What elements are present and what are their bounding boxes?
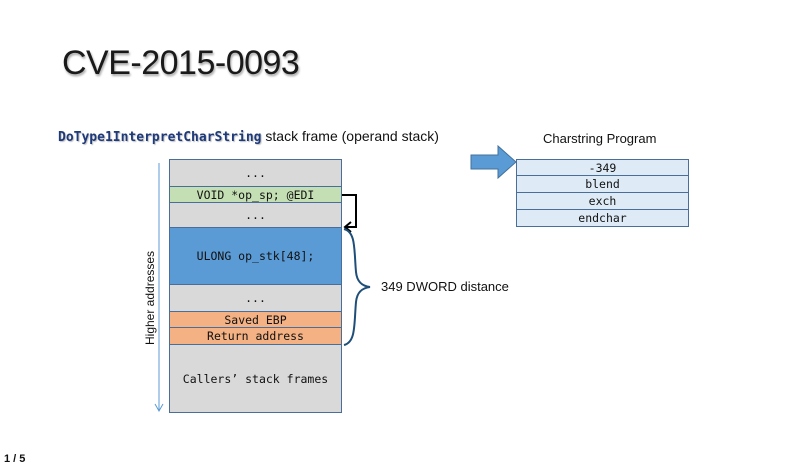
charstring-instruction: exch	[516, 193, 689, 210]
charstring-table: -349 blend exch endchar	[516, 159, 689, 227]
function-name: DoType1InterpretCharString	[58, 130, 262, 145]
slide-title: CVE-2015-0093	[62, 44, 300, 82]
stack-frame-table: ... VOID *op_sp; @EDI ... ULONG op_stk[4…	[169, 159, 342, 413]
distance-label: 349 DWORD distance	[381, 279, 509, 294]
op-sp-pointer-arrow	[342, 194, 357, 228]
stack-frame-caption: DoType1InterpretCharString stack frame (…	[58, 128, 439, 145]
direction-arrow-head	[154, 403, 164, 413]
higher-addresses-label: Higher addresses	[143, 250, 157, 345]
stack-row-callers-frames: Callers’ stack frames	[169, 345, 342, 413]
page-indicator: 1 / 5	[4, 453, 26, 465]
op-sp-pointer-arrowhead	[343, 221, 352, 233]
stack-row-ellipsis-top: ...	[169, 159, 342, 187]
distance-brace	[343, 228, 371, 346]
charstring-instruction: -349	[516, 159, 689, 176]
stack-row-saved-ebp: Saved EBP	[169, 312, 342, 328]
stack-row-ellipsis-low: ...	[169, 285, 342, 312]
charstring-title: Charstring Program	[543, 131, 657, 146]
instruction-pointer-arrow	[470, 144, 517, 180]
stack-row-op-stk: ULONG op_stk[48];	[169, 228, 342, 285]
stack-row-ellipsis-mid: ...	[169, 203, 342, 228]
charstring-instruction: endchar	[516, 210, 689, 227]
charstring-instruction: blend	[516, 176, 689, 193]
stack-row-op-sp: VOID *op_sp; @EDI	[169, 187, 342, 203]
stack-row-return-address: Return address	[169, 328, 342, 345]
caption-suffix: stack frame (operand stack)	[265, 128, 439, 144]
